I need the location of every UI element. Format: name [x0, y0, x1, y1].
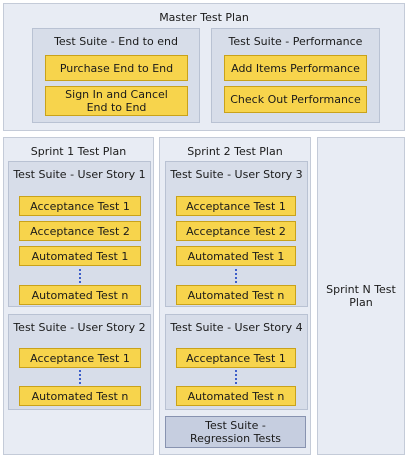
test-acceptance-1: Acceptance Test 1	[19, 196, 141, 216]
ellipsis-dots	[235, 269, 237, 283]
sprint-n-test-plan: Sprint N Test Plan	[317, 137, 405, 455]
test-automated-1: Automated Test 1	[176, 246, 296, 266]
test-automated-n: Automated Test n	[176, 386, 296, 406]
test-suite-performance: Test Suite - Performance Add Items Perfo…	[211, 28, 380, 123]
test-purchase-end-to-end: Purchase End to End	[45, 55, 188, 81]
master-test-plan: Master Test Plan Test Suite - End to end…	[3, 3, 405, 131]
test-suite-end-to-end: Test Suite - End to end Purchase End to …	[32, 28, 200, 123]
test-acceptance-2: Acceptance Test 2	[176, 221, 296, 241]
test-suite-end-to-end-title: Test Suite - End to end	[54, 35, 178, 48]
test-suite-user-story-4: Test Suite - User Story 4 Acceptance Tes…	[165, 314, 308, 410]
test-automated-1: Automated Test 1	[19, 246, 141, 266]
test-suite-user-story-1-title: Test Suite - User Story 1	[13, 168, 146, 181]
test-sign-in-and-cancel: Sign In and Cancel End to End	[45, 86, 188, 116]
test-automated-n: Automated Test n	[19, 386, 141, 406]
test-acceptance-1: Acceptance Test 1	[176, 196, 296, 216]
sprint-1-test-plan-title: Sprint 1 Test Plan	[30, 145, 127, 158]
test-acceptance-1: Acceptance Test 1	[176, 348, 296, 368]
test-suite-regression-tests: Test Suite - Regression Tests	[165, 416, 306, 448]
test-suite-user-story-2: Test Suite - User Story 2 Acceptance Tes…	[8, 314, 151, 410]
test-suite-user-story-4-title: Test Suite - User Story 4	[170, 321, 303, 334]
sprint-1-test-plan: Sprint 1 Test Plan Test Suite - User Sto…	[3, 137, 154, 455]
sprint-n-test-plan-title: Sprint N Test Plan	[326, 283, 396, 309]
master-test-plan-title: Master Test Plan	[159, 11, 249, 24]
test-acceptance-2: Acceptance Test 2	[19, 221, 141, 241]
test-suite-user-story-3: Test Suite - User Story 3 Acceptance Tes…	[165, 161, 308, 307]
test-suite-performance-title: Test Suite - Performance	[228, 35, 363, 48]
test-suite-user-story-1: Test Suite - User Story 1 Acceptance Tes…	[8, 161, 151, 307]
test-automated-n: Automated Test n	[176, 285, 296, 305]
ellipsis-dots	[79, 370, 81, 384]
test-automated-n: Automated Test n	[19, 285, 141, 305]
sprint-2-test-plan: Sprint 2 Test Plan Test Suite - User Sto…	[159, 137, 311, 455]
ellipsis-dots	[235, 370, 237, 384]
test-check-out-performance: Check Out Performance	[224, 86, 367, 113]
test-add-items-performance: Add Items Performance	[224, 55, 367, 81]
test-suite-user-story-3-title: Test Suite - User Story 3	[170, 168, 303, 181]
test-acceptance-1: Acceptance Test 1	[19, 348, 141, 368]
ellipsis-dots	[79, 269, 81, 283]
sprint-2-test-plan-title: Sprint 2 Test Plan	[187, 145, 283, 158]
test-suite-user-story-2-title: Test Suite - User Story 2	[13, 321, 146, 334]
